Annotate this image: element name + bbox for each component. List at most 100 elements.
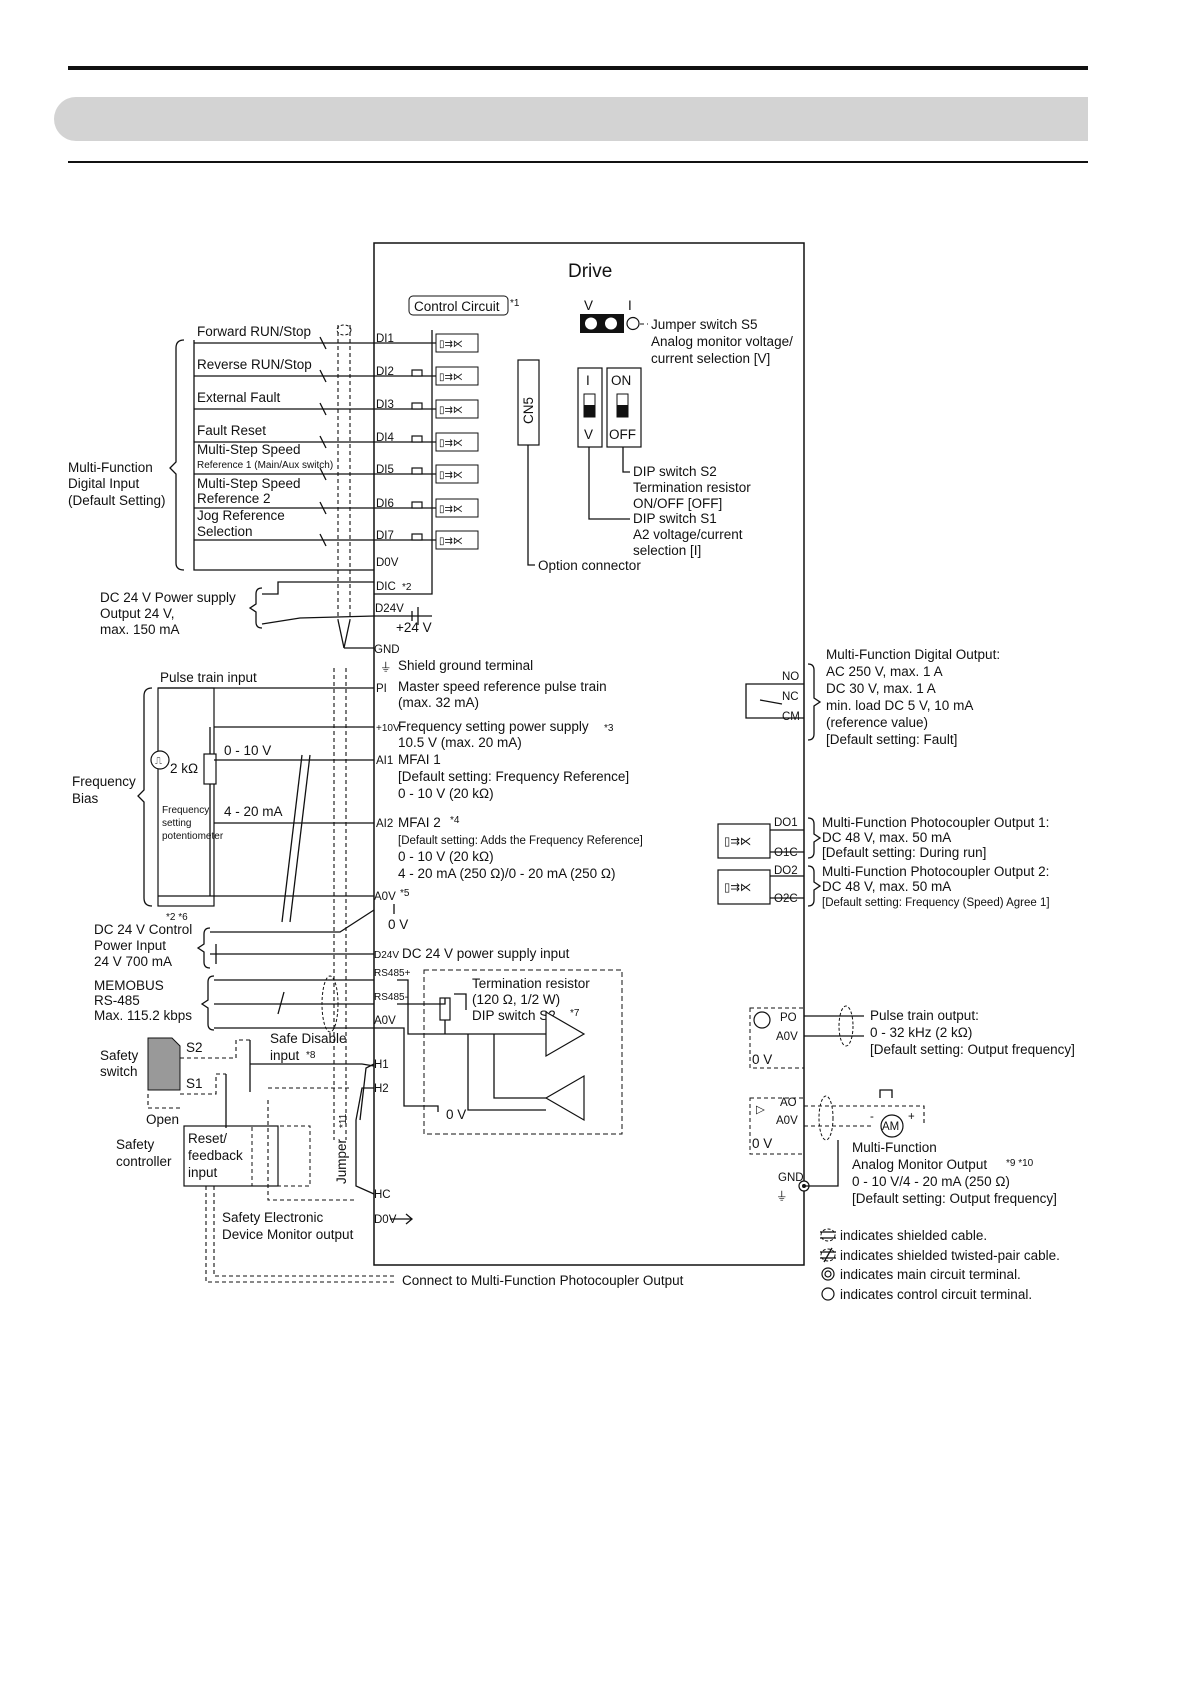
- legend-twisted-pair: indicates shielded twisted-pair cable.: [820, 1247, 1060, 1263]
- svg-text:DIP switch S1: DIP switch S1: [633, 511, 717, 526]
- svg-text:setting: setting: [162, 818, 191, 829]
- svg-text:▯⇉⋉: ▯⇉⋉: [439, 438, 463, 449]
- relay-output-text: Multi-Function Digital Output: AC 250 V,…: [826, 647, 1000, 747]
- dc24-psi-label: DC 24 V power supply input: [402, 946, 570, 961]
- dc24-supply-text: DC 24 V Power supply Output 24 V, max. 1…: [100, 590, 236, 637]
- jumper-s5-pin-2: [605, 317, 617, 330]
- svg-text:0 - 32 kHz (2 kΩ): 0 - 32 kHz (2 kΩ): [870, 1025, 972, 1040]
- analog-out-box: [749, 1097, 805, 1155]
- dc24-brace: [248, 587, 263, 629]
- svg-text:Reset/: Reset/: [188, 1131, 227, 1146]
- pot-label: Frequency setting potentiometer: [162, 805, 224, 842]
- dip-s2-text: DIP switch S2 Termination resistor ON/OF…: [633, 464, 751, 511]
- terminal-rs485m: RS485-: [374, 992, 408, 1003]
- svg-text:(Default Setting): (Default Setting): [68, 493, 166, 508]
- pot-range-ma: 4 - 20 mA: [224, 804, 283, 819]
- dip-s2-top: ON: [611, 373, 631, 388]
- svg-text:switch: switch: [100, 1064, 138, 1079]
- terminal-d0v: D0V: [376, 557, 399, 569]
- svg-text:⏚: ⏚: [776, 1190, 788, 1203]
- jumper-label: Jumper *11: [334, 1113, 349, 1184]
- svg-text:*8: *8: [306, 1050, 316, 1061]
- svg-text:Multi-Function: Multi-Function: [68, 460, 153, 475]
- analog-out-zero: 0 V: [752, 1136, 772, 1151]
- photocoupler-1-text: Multi-Function Photocoupler Output 1: DC…: [822, 815, 1049, 860]
- terminal-h1: H1: [374, 1059, 389, 1071]
- svg-text:Forward RUN/Stop: Forward RUN/Stop: [197, 324, 311, 339]
- svg-text:DC 24 V Power supply: DC 24 V Power supply: [100, 590, 236, 605]
- svg-text:▯⇉⋉: ▯⇉⋉: [439, 372, 463, 383]
- svg-text:Analog monitor voltage/: Analog monitor voltage/: [651, 334, 793, 349]
- pot-range-v: 0 - 10 V: [224, 743, 271, 758]
- shield-ground-symbol: ⏚: [380, 661, 392, 674]
- svg-text:24 V 700 mA: 24 V 700 mA: [94, 954, 172, 969]
- svg-text:Power Input: Power Input: [94, 938, 166, 953]
- svg-text:Pulse train output:: Pulse train output:: [870, 1008, 979, 1023]
- master-speed-text: Master speed reference pulse train (max.…: [398, 679, 607, 710]
- svg-text:DI5: DI5: [376, 464, 394, 476]
- terminal-ai2: AI2: [376, 818, 393, 830]
- opto-di3: ▯⇉⋉: [435, 399, 479, 419]
- svg-text:(120 Ω, 1/2 W): (120 Ω, 1/2 W): [472, 992, 560, 1007]
- svg-text:Multi-Function Photocoupler Ou: Multi-Function Photocoupler Output 1:: [822, 815, 1049, 830]
- svg-text:▯⇉⋉: ▯⇉⋉: [439, 504, 463, 515]
- terminal-h2: H2: [374, 1083, 389, 1095]
- svg-text:Frequency setting power supply: Frequency setting power supply: [398, 719, 589, 734]
- svg-text:*7: *7: [570, 1008, 580, 1019]
- photocoupler-2-text: Multi-Function Photocoupler Output 2: DC…: [822, 864, 1050, 909]
- svg-text:indicates shielded cable.: indicates shielded cable.: [840, 1228, 987, 1243]
- opto-di5: ▯⇉⋉: [435, 464, 479, 484]
- terminal-d24v: D24V: [375, 603, 404, 615]
- photocoupler-1-o1c: O1C: [774, 847, 798, 859]
- svg-text:Master speed reference pulse: Master speed reference pulse train: [398, 679, 607, 694]
- svg-text:DI7: DI7: [376, 530, 394, 542]
- legend: indicates shielded cable. indicates shie…: [820, 1228, 1060, 1302]
- svg-text:10.5 V (max. 20 mA): 10.5 V (max. 20 mA): [398, 735, 522, 750]
- svg-text:(max. 32 mA): (max. 32 mA): [398, 695, 479, 710]
- edm-text: Safety Electronic Device Monitor output: [222, 1210, 354, 1242]
- reset-feedback-text: Reset/ feedback input: [188, 1131, 243, 1180]
- jumper-s5-text: Jumper switch S5 Analog monitor voltage/…: [651, 317, 793, 366]
- di4-row: Fault Reset DI4: [194, 423, 395, 449]
- svg-text:potentiometer: potentiometer: [162, 831, 224, 842]
- terminal-gnd: GND: [374, 644, 400, 656]
- svg-text:CM: CM: [782, 711, 800, 723]
- svg-text:Safety: Safety: [100, 1048, 139, 1063]
- svg-text:*4: *4: [450, 815, 460, 826]
- jumper-s5-i: I: [628, 298, 632, 313]
- svg-text:0 - 10 V/4 - 20 mA (250 Ω): 0 - 10 V/4 - 20 mA (250 Ω): [852, 1174, 1010, 1189]
- svg-text:*11: *11: [338, 1113, 349, 1128]
- di5-row: Multi-Step Speed Reference 1 (Main/Aux s…: [194, 442, 394, 481]
- dip-s1-switch: [577, 367, 603, 448]
- svg-text:DIP switch S2: DIP switch S2: [633, 464, 717, 479]
- di2-row: Reverse RUN/Stop DI2: [194, 357, 394, 383]
- svg-text:input: input: [188, 1165, 218, 1180]
- option-connector-label: Option connector: [538, 558, 641, 573]
- svg-text:[Default setting: Output frequ: [Default setting: Output frequency]: [870, 1042, 1075, 1057]
- dc24-control-text: DC 24 V Control Power Input 24 V 700 mA: [94, 922, 192, 969]
- svg-text:External Fault: External Fault: [197, 390, 281, 405]
- svg-text:0 - 10 V (20 kΩ): 0 - 10 V (20 kΩ): [398, 786, 494, 801]
- svg-text:AC 250 V, max. 1 A: AC 250 V, max. 1 A: [826, 664, 943, 679]
- plus24-label: +24 V: [396, 620, 432, 635]
- pot-resistance: 2 kΩ: [170, 761, 198, 776]
- opto-di2: ▯⇉⋉: [435, 366, 479, 386]
- svg-text:A2 voltage/current: A2 voltage/current: [633, 527, 743, 542]
- legend-control-terminal: indicates control circuit terminal.: [821, 1287, 1032, 1302]
- svg-text:MEMOBUS: MEMOBUS: [94, 978, 164, 993]
- terminal-ai1: AI1: [376, 755, 393, 767]
- svg-text:Reverse RUN/Stop: Reverse RUN/Stop: [197, 357, 312, 372]
- svg-text:NO: NO: [782, 671, 799, 683]
- jumper-s5-v: V: [584, 298, 593, 313]
- svg-text:indicates main circuit termina: indicates main circuit terminal.: [840, 1267, 1021, 1282]
- svg-text:Jumper switch S5: Jumper switch S5: [651, 317, 758, 332]
- pulse-out-a0v: A0V: [776, 1031, 798, 1043]
- svg-text:feedback: feedback: [188, 1148, 243, 1163]
- rs485-receiver: [544, 1074, 585, 1122]
- photocoupler-1-symbol: ▯⇉⋉: [724, 836, 751, 848]
- svg-text:min. load DC 5 V, 10 mA: min. load DC 5 V, 10 mA: [826, 698, 973, 713]
- photocoupler-2-box: [717, 869, 771, 905]
- pot-resistor: [203, 753, 217, 785]
- frequency-bias-brace: [137, 687, 153, 907]
